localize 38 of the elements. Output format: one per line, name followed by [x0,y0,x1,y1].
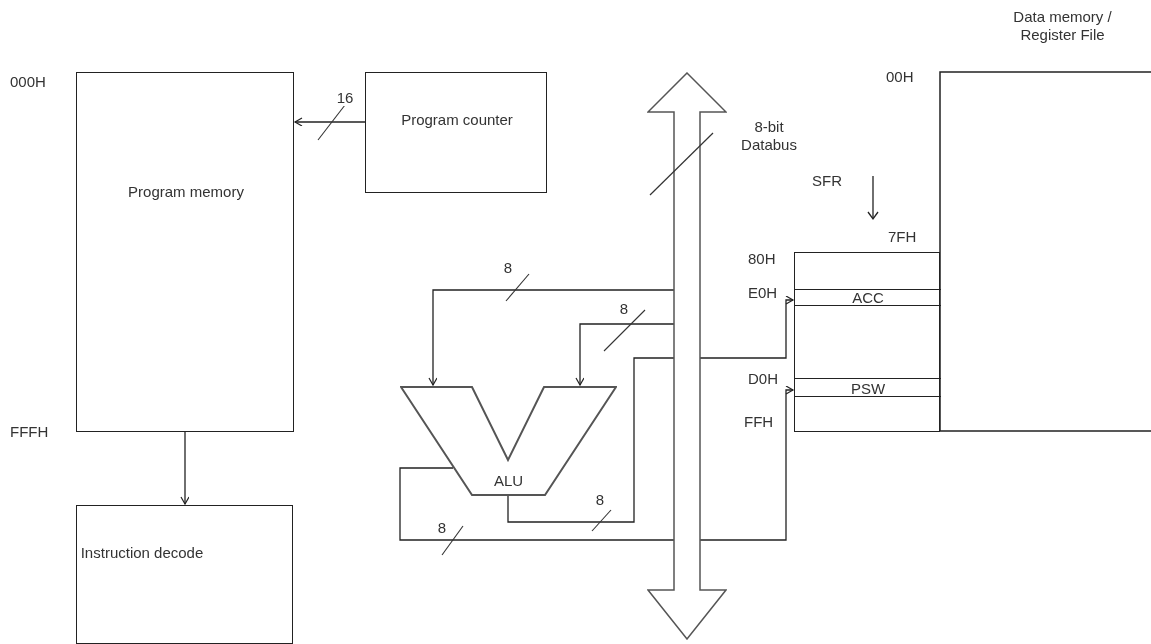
arrow [699,295,794,359]
alu-shape [400,386,617,496]
edge-label: 8 [618,301,630,317]
arrow [699,385,794,541]
address-label: 000H [10,73,46,91]
register-area [794,252,940,432]
block-title: Data memory / Register File [1012,8,1113,44]
address-label: FFFH [10,423,49,441]
arrow [180,431,190,505]
block-label: ALU [492,472,525,490]
connector-line [399,467,675,541]
address-label: D0H [748,370,778,388]
edge-label: 16 [335,90,355,106]
block-label: PSW [849,379,887,398]
register-row [795,378,941,397]
address-label: 7FH [888,228,917,246]
address-label: E0H [748,284,778,302]
arrow [294,117,366,127]
register-box [365,72,547,193]
edge-label: 8 [594,492,606,508]
memory-block [76,72,294,432]
connector-line [507,357,675,523]
block-label: Program counter [400,111,514,129]
decoder-box [76,505,293,644]
address-label: 00H [886,68,914,86]
edge-label: 8 [502,260,514,276]
block-label: Instruction decode [79,544,205,562]
arrow [428,289,675,386]
arrow [575,323,675,386]
register-row [795,289,941,306]
edge-label: 8 [436,520,448,536]
block-label: Program memory [127,183,245,201]
block-label: ACC [851,289,885,306]
bus-label: 8-bit Databus [740,118,798,154]
databus-arrow [647,72,727,640]
address-label: FFH [744,413,774,431]
address-label: 80H [748,250,776,268]
region-label: SFR [812,172,842,190]
